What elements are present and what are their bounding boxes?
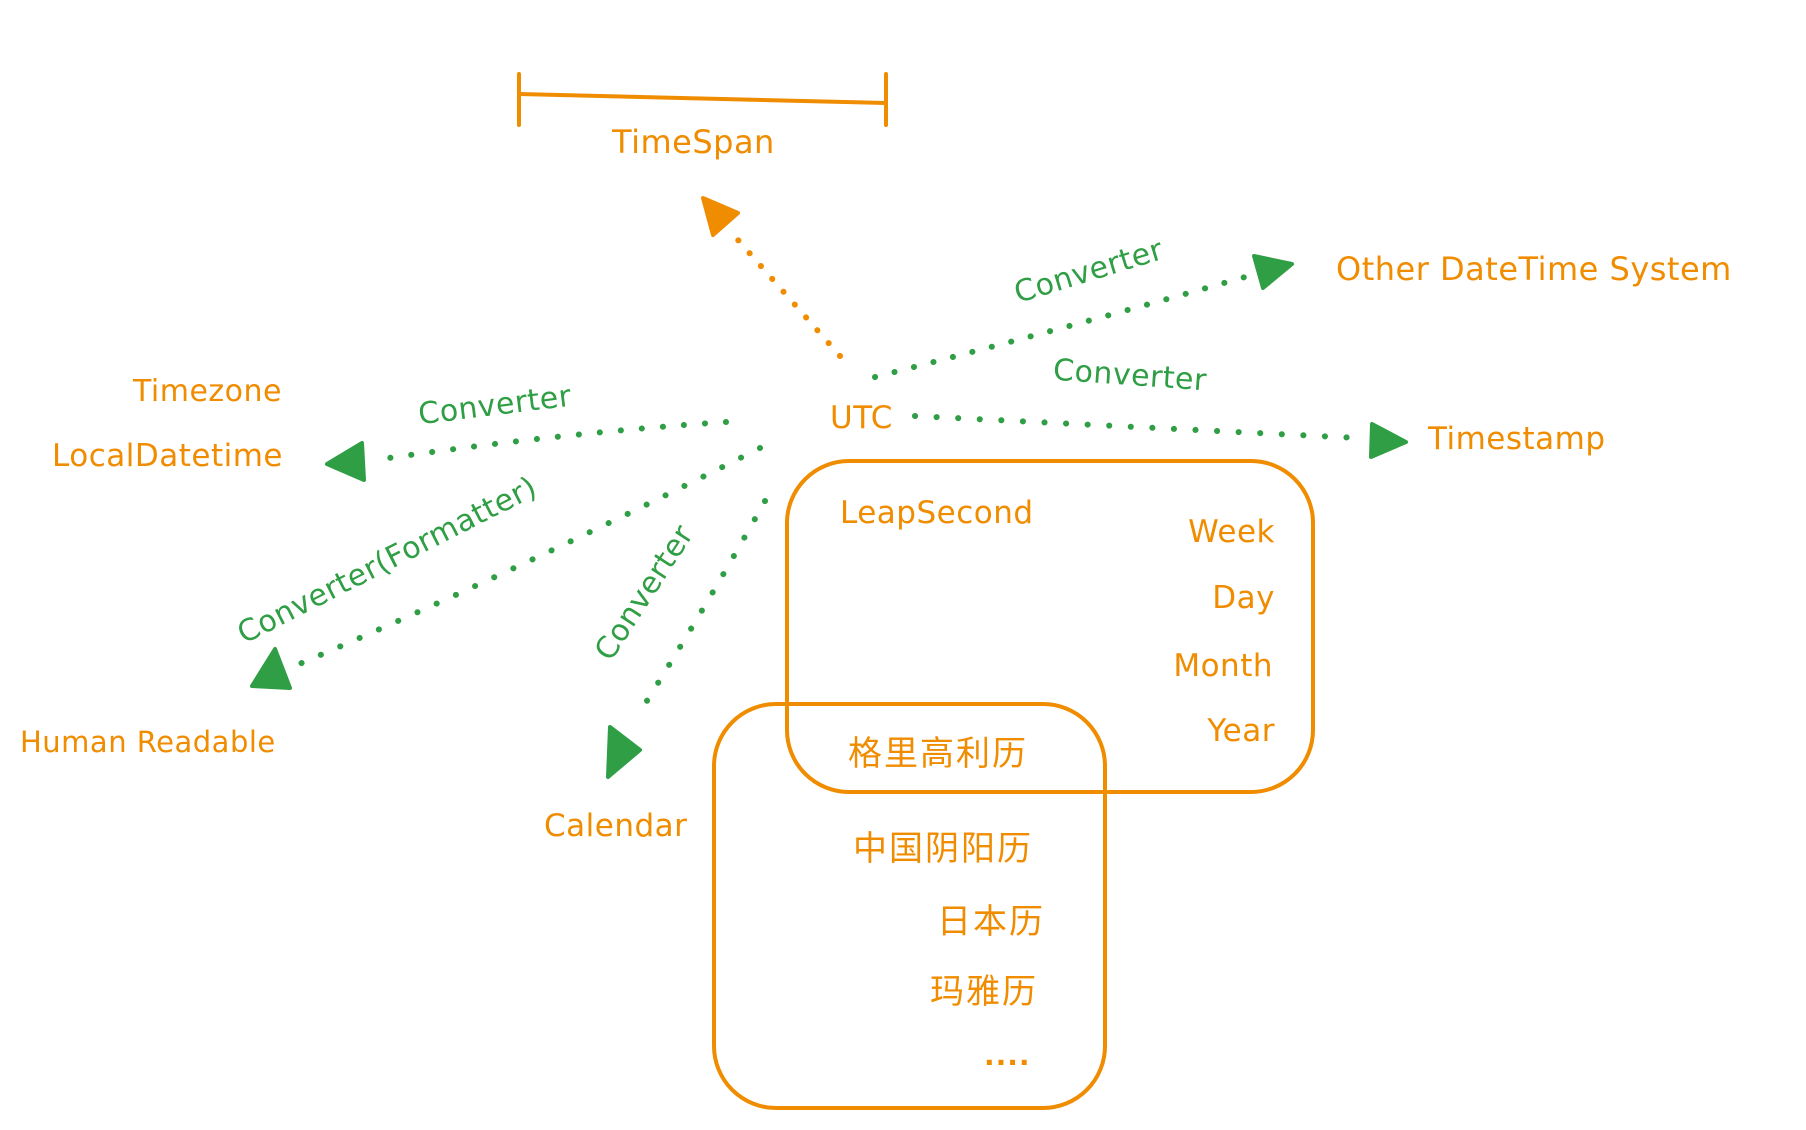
arrowhead-other-system bbox=[1252, 254, 1294, 290]
calendar-item-chinese-lunisolar: 中国阴阳历 bbox=[853, 829, 1033, 869]
edge-utc-to-local-datetime bbox=[325, 419, 729, 482]
arrowhead-human-readable bbox=[250, 647, 292, 690]
calendar-item-japanese: 日本历 bbox=[937, 902, 1045, 942]
utc-group-unit-month: Month bbox=[1173, 648, 1273, 684]
calendar-systems-box bbox=[712, 702, 1107, 1110]
node-other-datetime-system: Other DateTime System bbox=[1336, 250, 1732, 288]
arrowhead-timespan bbox=[701, 196, 740, 237]
utc-group-unit-week: Week bbox=[1188, 514, 1275, 550]
calendar-item-mayan: 玛雅历 bbox=[930, 972, 1038, 1012]
edge-utc-to-human-readable bbox=[250, 445, 763, 690]
node-local-datetime: LocalDatetime bbox=[52, 438, 283, 474]
utc-units-box bbox=[785, 459, 1315, 794]
edge-utc-to-other-system bbox=[872, 254, 1294, 380]
node-timestamp: Timestamp bbox=[1428, 421, 1606, 457]
edge-utc-to-timespan bbox=[701, 196, 843, 359]
utc-group-unit-year: Year bbox=[1207, 713, 1275, 749]
edge-utc-to-calendar bbox=[606, 498, 768, 779]
arrowhead-calendar bbox=[606, 725, 642, 779]
edge-utc-to-timestamp bbox=[912, 413, 1408, 459]
calendar-item-more: .... bbox=[984, 1039, 1031, 1072]
node-utc: UTC bbox=[830, 400, 893, 436]
node-human-readable: Human Readable bbox=[20, 725, 276, 759]
node-calendar: Calendar bbox=[544, 808, 688, 844]
node-timespan: TimeSpan bbox=[612, 123, 775, 161]
node-timezone: Timezone bbox=[133, 374, 282, 409]
timespan-bracket bbox=[517, 72, 888, 127]
calendar-item-gregorian: 格里高利历 bbox=[848, 734, 1028, 774]
utc-group-unit-day: Day bbox=[1212, 580, 1275, 616]
arrowhead-local-datetime bbox=[325, 441, 366, 482]
utc-group-leap-second: LeapSecond bbox=[840, 495, 1034, 531]
arrowhead-timestamp bbox=[1369, 422, 1408, 459]
